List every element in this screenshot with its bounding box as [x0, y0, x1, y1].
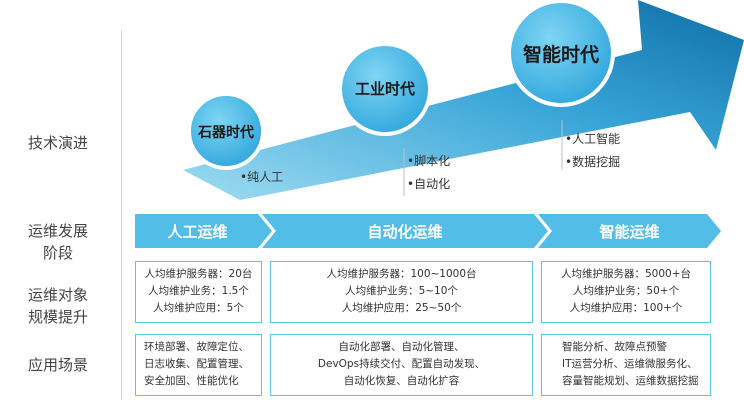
scenario-line: 自动化恢复、自动化扩容: [343, 375, 460, 387]
era-circle-smart: [507, 0, 615, 107]
era-circle-industrial: [338, 42, 432, 136]
vertical-divider: [121, 30, 122, 400]
era-bullets-stone: •纯人工: [240, 166, 283, 189]
scenario-line: 环境部署、故障定位、: [144, 341, 249, 353]
bullet-item: •人工智能: [565, 132, 621, 146]
scenario-box-manual: 环境部署、故障定位、 日志收集、配置管理、 安全加固、性能优化: [135, 334, 262, 396]
scale-line: 人均维护应用：100+个: [569, 302, 683, 314]
stage-label-manual: 人工运维: [167, 223, 228, 241]
bullet-item: •自动化: [407, 177, 451, 191]
row-label-scenario: 应用场景: [27, 356, 88, 374]
era-label-stone: 石器时代: [198, 125, 254, 141]
stage-chevron-smart: [538, 214, 721, 248]
era-label-smart: 智能时代: [522, 44, 599, 66]
row-label-stage-line1: 运维发展: [27, 222, 88, 240]
scenario-line: 安全加固、性能优化: [144, 375, 239, 387]
scenario-line: IT运营分析、运维微服务化、: [562, 358, 698, 370]
scale-box-automation: 人均维护服务器：100~1000台 人均维护业务：5~10个 人均维护应用：25…: [270, 261, 533, 323]
bullet-item: •数据挖掘: [565, 155, 621, 169]
row-label-tech: 技术演进: [27, 134, 88, 152]
scenario-box-smart: 智能分析、故障点预警 IT运营分析、运维微服务化、 容量智能规划、运维数据挖掘: [541, 334, 711, 396]
scale-line: 人均维护服务器：5000+台: [560, 268, 692, 280]
era-bullets-smart: •人工智能 •数据挖掘: [565, 128, 620, 174]
scenario-line: DevOps持续交付、配置自动发现、: [317, 358, 486, 370]
row-label-stage: 运维发展 阶段: [8, 220, 108, 264]
scale-line: 人均维护应用：5个: [153, 302, 244, 314]
row-label-scale: 运维对象 规模提升: [8, 284, 108, 328]
scale-line: 人均维护应用：25~50个: [341, 302, 462, 314]
arrow-body: [183, 0, 744, 200]
scale-line: 人均维护服务器：20台: [144, 268, 253, 280]
era-bullets-industrial: •脚本化 •自动化: [407, 150, 450, 196]
scale-line: 人均维护业务：50+个: [572, 285, 680, 297]
scenario-box-automation: 自动化部署、自动化管理、 DevOps持续交付、配置自动发现、 自动化恢复、自动…: [270, 334, 533, 396]
scenario-line: 容量智能规划、运维数据挖掘: [562, 375, 699, 387]
stage-label-automation: 自动化运维: [367, 223, 443, 241]
stage-chevron-manual: [135, 214, 272, 248]
scale-line: 人均维护业务：5~10个: [345, 285, 458, 297]
scenario-line: 日志收集、配置管理、: [144, 358, 249, 370]
scenario-line: 自动化部署、自动化管理、: [338, 341, 465, 353]
row-label-scale-line1: 运维对象: [27, 286, 88, 304]
scale-line: 人均维护业务：1.5个: [148, 285, 249, 297]
scale-box-manual: 人均维护服务器：20台 人均维护业务：1.5个 人均维护应用：5个: [135, 261, 262, 323]
era-circle-stone: [187, 92, 265, 170]
scale-box-smart: 人均维护服务器：5000+台 人均维护业务：50+个 人均维护应用：100+个: [541, 261, 711, 323]
row-label-scale-line2: 规模提升: [27, 308, 88, 326]
stage-label-smart: 智能运维: [599, 223, 660, 241]
stage-chevron-automation: [262, 214, 548, 248]
row-label-stage-line2: 阶段: [42, 244, 73, 262]
scale-line: 人均维护服务器：100~1000台: [326, 268, 477, 280]
bullet-item: •脚本化: [407, 154, 451, 168]
bullet-item: •纯人工: [240, 170, 284, 184]
scenario-line: 智能分析、故障点预警: [562, 341, 667, 353]
era-label-industrial: 工业时代: [354, 80, 415, 98]
